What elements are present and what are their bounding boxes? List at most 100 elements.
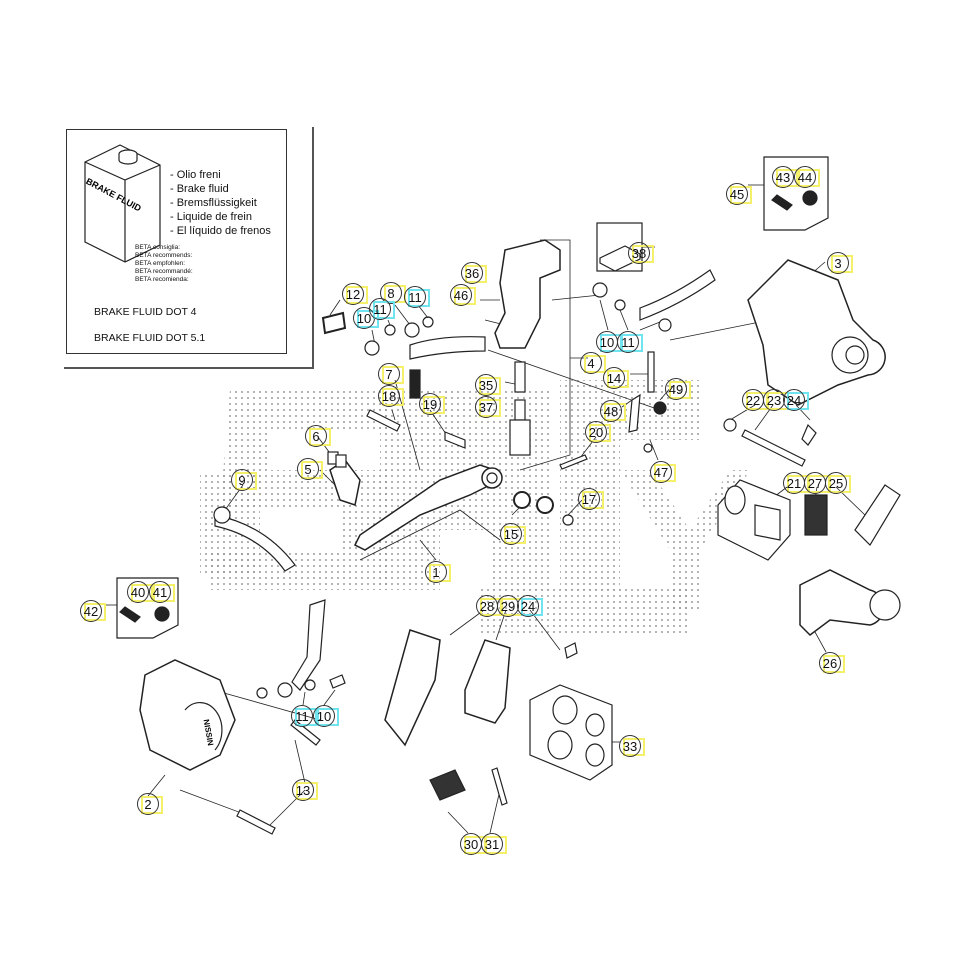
callout-10[interactable]: 10	[596, 331, 622, 359]
callout-49[interactable]: 49	[665, 378, 691, 406]
callout-number: 44	[794, 166, 816, 188]
fluid-spec-dot4: BRAKE FLUID DOT 4	[94, 306, 197, 318]
callout-37[interactable]: 37	[475, 396, 501, 424]
callout-number: 3	[827, 252, 849, 274]
callout-number: 47	[650, 461, 672, 483]
callout-number: 26	[819, 652, 841, 674]
recommend-line: BETA empfohlen:	[135, 260, 186, 267]
callout-number: 38	[628, 242, 650, 264]
recommend-line: BETA recommends:	[135, 252, 193, 259]
callout-41[interactable]: 41	[149, 581, 175, 609]
callout-12[interactable]: 12	[342, 283, 368, 311]
recommend-line: BETA consiglia:	[135, 244, 181, 251]
callout-23[interactable]: 23	[763, 389, 789, 417]
callout-20[interactable]: 20	[585, 421, 611, 449]
recommend-list: BETA consiglia: BETA recommends: BETA em…	[135, 244, 193, 284]
callout-number: 8	[380, 282, 402, 304]
callout-number: 7	[378, 363, 400, 385]
callout-47[interactable]: 47	[650, 461, 676, 489]
callout-number: 11	[291, 705, 313, 727]
callout-number: 41	[149, 581, 171, 603]
callout-3[interactable]: 3	[827, 252, 853, 280]
callout-11[interactable]: 11	[404, 286, 430, 314]
brake-fluid-can-icon	[84, 144, 161, 263]
callout-36[interactable]: 36	[461, 262, 487, 290]
callout-number: 13	[292, 779, 314, 801]
recommend-line: BETA recomienda:	[135, 276, 189, 283]
callout-number: 1	[425, 561, 447, 583]
callout-11[interactable]: 11	[291, 705, 317, 733]
callout-number: 20	[585, 421, 607, 443]
callout-15[interactable]: 15	[500, 523, 526, 551]
callout-number: 11	[617, 331, 639, 353]
callout-44[interactable]: 44	[794, 166, 820, 194]
callout-number: 25	[825, 472, 847, 494]
callout-number: 19	[419, 393, 441, 415]
callout-5[interactable]: 5	[297, 458, 323, 486]
callout-number: 22	[742, 389, 764, 411]
callout-11[interactable]: 11	[617, 331, 643, 359]
fluid-language: - El líquido de frenos	[170, 225, 271, 237]
callout-40[interactable]: 40	[127, 581, 153, 609]
callout-18[interactable]: 18	[378, 385, 404, 413]
callout-10[interactable]: 10	[313, 705, 339, 733]
callout-number: 23	[763, 389, 785, 411]
callout-38[interactable]: 38	[628, 242, 654, 270]
callout-number: 6	[305, 425, 327, 447]
callout-31[interactable]: 31	[481, 833, 507, 861]
callout-number: 37	[475, 396, 497, 418]
callout-25[interactable]: 25	[825, 472, 851, 500]
callout-17[interactable]: 17	[578, 488, 604, 516]
callout-29[interactable]: 29	[497, 595, 523, 623]
callout-28[interactable]: 28	[476, 595, 502, 623]
callout-number: 2	[137, 793, 159, 815]
callout-number: 18	[378, 385, 400, 407]
callout-number: 45	[726, 183, 748, 205]
callout-10[interactable]: 10	[353, 307, 379, 335]
callout-13[interactable]: 13	[292, 779, 318, 807]
callout-19[interactable]: 19	[419, 393, 445, 421]
callout-24[interactable]: 24	[783, 389, 809, 417]
callout-4[interactable]: 4	[580, 352, 606, 380]
callout-number: 11	[369, 298, 391, 320]
callout-number: 12	[342, 283, 364, 305]
callout-number: 10	[596, 331, 618, 353]
callout-6[interactable]: 6	[305, 425, 331, 453]
fluid-spec-dot51: BRAKE FLUID DOT 5.1	[94, 332, 206, 344]
callout-7[interactable]: 7	[378, 363, 404, 391]
callout-number: 24	[517, 595, 539, 617]
recommend-line: BETA recommandé:	[135, 268, 193, 275]
callout-30[interactable]: 30	[460, 833, 486, 861]
callout-number: 9	[231, 469, 253, 491]
callout-21[interactable]: 21	[783, 472, 809, 500]
callout-48[interactable]: 48	[600, 400, 626, 428]
callout-number: 17	[578, 488, 600, 510]
callout-number: 46	[450, 284, 472, 306]
fluid-language: - Bremsflüssigkeit	[170, 197, 257, 209]
callout-1[interactable]: 1	[425, 561, 451, 589]
callout-9[interactable]: 9	[231, 469, 257, 497]
callout-number: 35	[475, 374, 497, 396]
callout-27[interactable]: 27	[804, 472, 830, 500]
callout-42[interactable]: 42	[80, 600, 106, 628]
callout-46[interactable]: 46	[450, 284, 476, 312]
callout-26[interactable]: 26	[819, 652, 845, 680]
callout-35[interactable]: 35	[475, 374, 501, 402]
callout-number: 36	[461, 262, 483, 284]
callout-14[interactable]: 14	[603, 367, 629, 395]
callout-43[interactable]: 43	[772, 166, 798, 194]
callout-number: 42	[80, 600, 102, 622]
callout-33[interactable]: 33	[619, 735, 645, 763]
callout-number: 11	[404, 286, 426, 308]
callout-11[interactable]: 11	[369, 298, 395, 326]
callout-22[interactable]: 22	[742, 389, 768, 417]
fluid-language: - Brake fluid	[170, 183, 229, 195]
callout-2[interactable]: 2	[137, 793, 163, 821]
callout-number: 49	[665, 378, 687, 400]
callout-number: 30	[460, 833, 482, 855]
callout-24[interactable]: 24	[517, 595, 543, 623]
callout-number: 43	[772, 166, 794, 188]
fluid-language-list: - Olio freni - Brake fluid - Bremsflüssi…	[170, 168, 271, 238]
callout-number: 48	[600, 400, 622, 422]
callout-45[interactable]: 45	[726, 183, 752, 211]
